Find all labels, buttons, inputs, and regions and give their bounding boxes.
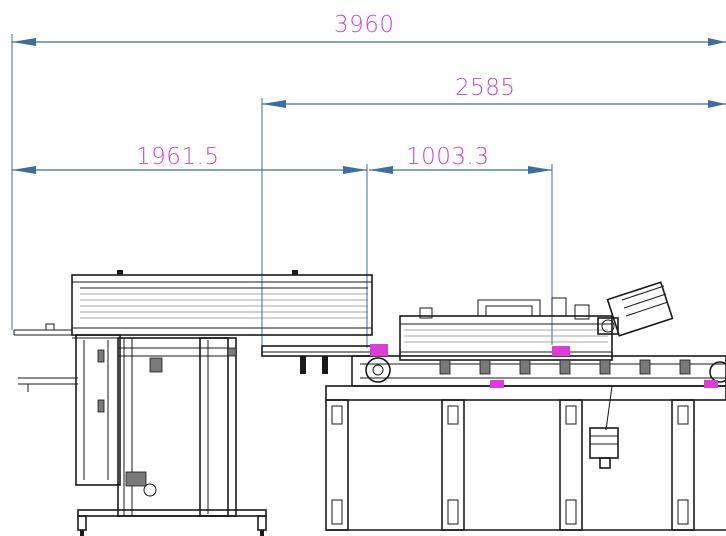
- dimension-overall: 3960: [11, 12, 726, 330]
- dimension-label-overall: 3960: [334, 12, 395, 38]
- marker-4: [704, 380, 718, 388]
- marker-1: [370, 344, 388, 356]
- feeder-machine: [13, 270, 373, 536]
- conveyor-machine: [261, 281, 726, 531]
- dimension-feeder: 1961.5: [12, 144, 368, 348]
- dimension-conveyor: 2585: [261, 75, 726, 346]
- marker-3: [490, 380, 504, 388]
- dimension-offset: 1003.3: [369, 144, 553, 345]
- marker-2: [552, 346, 570, 356]
- dimension-label-feeder: 1961.5: [136, 144, 219, 170]
- dimension-label-offset: 1003.3: [406, 144, 489, 170]
- dimension-label-conveyor: 2585: [455, 75, 516, 101]
- markers: [370, 344, 718, 388]
